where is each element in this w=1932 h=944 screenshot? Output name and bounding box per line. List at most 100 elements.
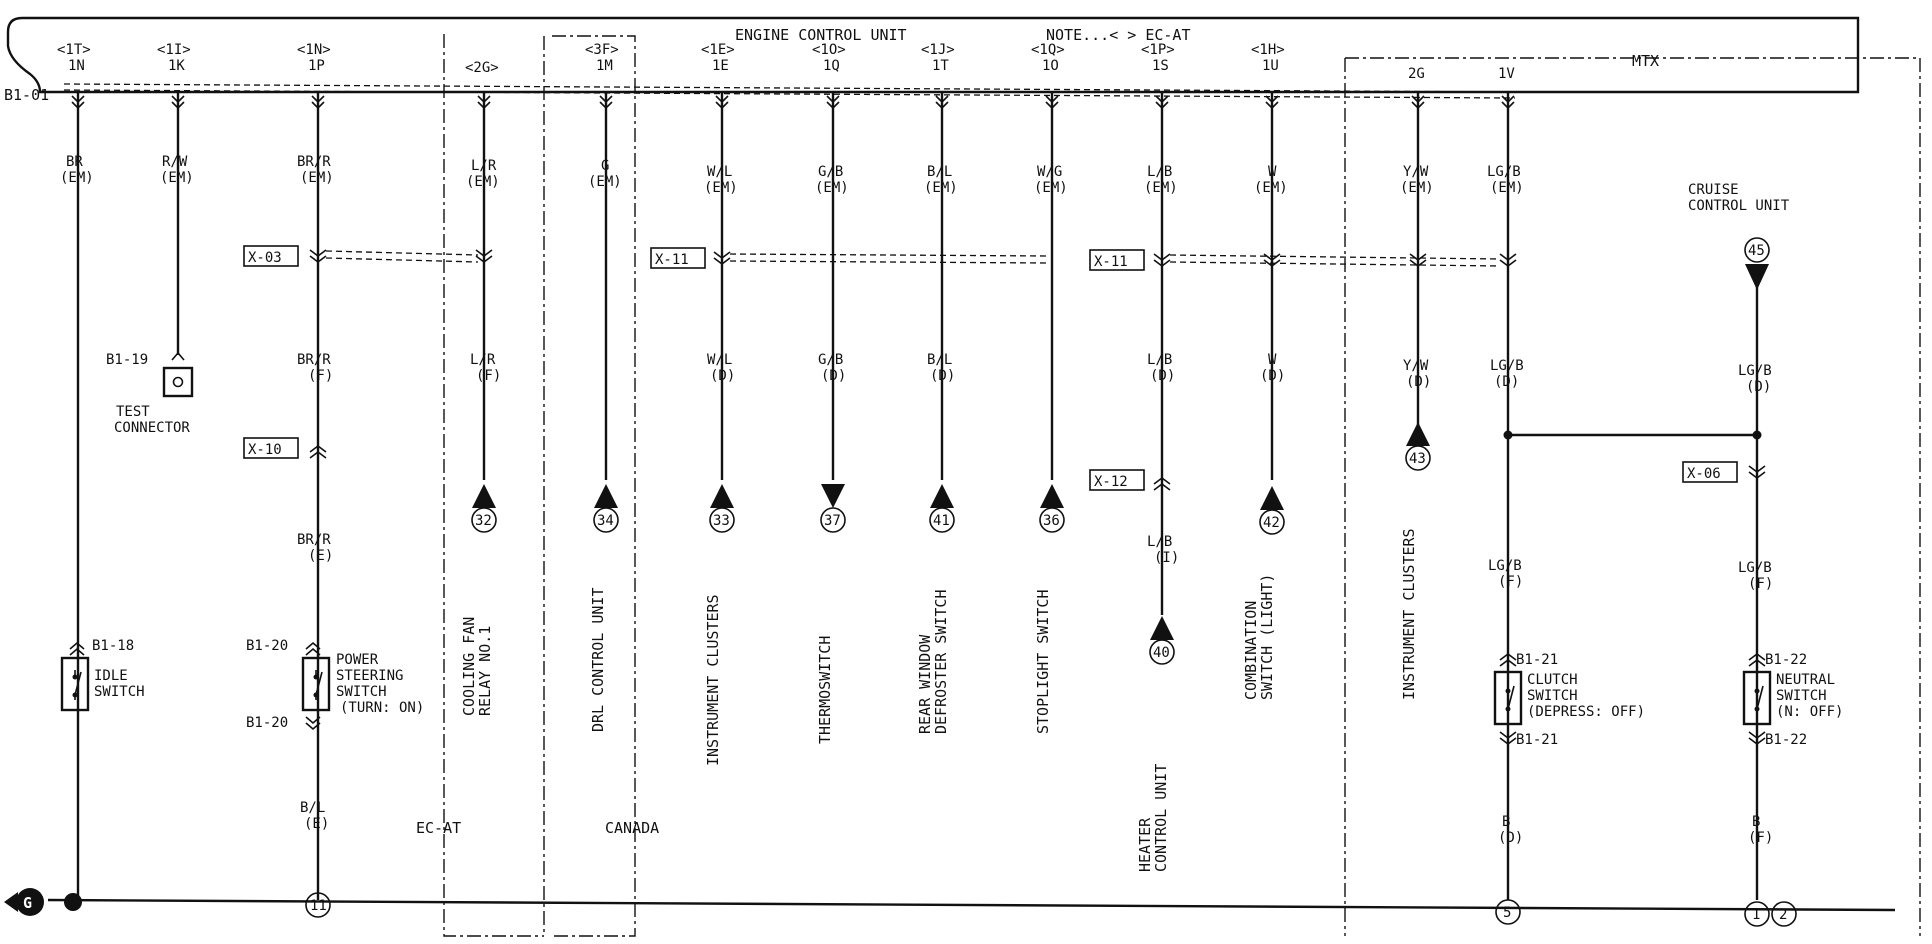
- canada-label: CANADA: [605, 819, 659, 837]
- svg-text:X-12: X-12: [1094, 474, 1128, 490]
- pin-chevrons: [71, 95, 1515, 110]
- svg-text:2G: 2G: [1408, 66, 1425, 82]
- svg-text:IDLE: IDLE: [94, 668, 128, 684]
- svg-text:SWITCH: SWITCH: [336, 684, 387, 700]
- cooling-fan-chain: L/R (F) 32 COOLING FAN RELAY NO.1: [460, 352, 501, 716]
- svg-text:B1-21: B1-21: [1516, 732, 1558, 748]
- svg-text:X-11: X-11: [655, 252, 689, 268]
- arrow-down-icon: [821, 484, 845, 508]
- svg-text:CRUISE: CRUISE: [1688, 182, 1739, 198]
- svg-text:Y/W: Y/W: [1403, 358, 1429, 374]
- svg-text:TEST: TEST: [116, 404, 150, 420]
- svg-text:(I): (I): [1154, 550, 1179, 566]
- svg-text:43: 43: [1409, 451, 1426, 467]
- svg-text:NEUTRAL: NEUTRAL: [1776, 672, 1835, 688]
- svg-text:L/B: L/B: [1147, 352, 1172, 368]
- wire-labels-em: BR(EM) R/W(EM) BR/R(EM) L/R(EM) G(EM) W/…: [60, 154, 1524, 196]
- svg-text:(EM): (EM): [466, 174, 500, 190]
- svg-text:32: 32: [475, 513, 492, 529]
- svg-text:(D): (D): [710, 368, 735, 384]
- svg-text:B1-20: B1-20: [246, 715, 288, 731]
- svg-text:SWITCH (LIGHT): SWITCH (LIGHT): [1258, 574, 1276, 700]
- svg-text:B1-20: B1-20: [246, 638, 288, 654]
- svg-text:B/L: B/L: [927, 164, 952, 180]
- idle-switch: B1-18 IDLE SWITCH: [60, 638, 145, 712]
- svg-text:X-03: X-03: [248, 250, 282, 266]
- arrow-up-icon: [1406, 422, 1430, 446]
- svg-text:COOLING FAN: COOLING FAN: [460, 617, 478, 716]
- svg-text:B1-22: B1-22: [1765, 652, 1807, 668]
- arrow-up-icon: [594, 484, 618, 508]
- svg-text:<1Q>: <1Q>: [1031, 42, 1065, 58]
- svg-text:(TURN: ON): (TURN: ON): [340, 700, 424, 716]
- svg-text:1O: 1O: [1042, 58, 1059, 74]
- junction-dot: [1503, 430, 1513, 440]
- arrow-up-icon: [930, 484, 954, 508]
- svg-text:(D): (D): [1746, 379, 1771, 395]
- canada-region: [552, 35, 636, 937]
- wires: [47, 92, 1896, 912]
- svg-text:1M: 1M: [596, 58, 613, 74]
- svg-text:BR/R: BR/R: [297, 352, 331, 368]
- stoplight-switch: 36 STOPLIGHT SWITCH: [1034, 484, 1065, 734]
- svg-text:INSTRUMENT CLUSTERS: INSTRUMENT CLUSTERS: [1400, 528, 1418, 700]
- svg-text:(N: OFF): (N: OFF): [1776, 704, 1843, 720]
- svg-text:BR/R: BR/R: [297, 154, 331, 170]
- svg-text:(EM): (EM): [588, 174, 622, 190]
- svg-text:<1E>: <1E>: [701, 42, 735, 58]
- arrow-up-icon: [710, 484, 734, 508]
- svg-text:CONTROL UNIT: CONTROL UNIT: [1152, 764, 1170, 872]
- svg-text:(D): (D): [1498, 830, 1523, 846]
- mtx-region: [1344, 57, 1921, 936]
- svg-text:INSTRUMENT CLUSTERS: INSTRUMENT CLUSTERS: [704, 594, 722, 766]
- svg-text:L/B: L/B: [1147, 164, 1172, 180]
- svg-text:1P: 1P: [308, 58, 325, 74]
- ground-symbol-icon: G: [4, 888, 44, 916]
- junction-dot: [1752, 430, 1762, 440]
- svg-text:DEFROSTER SWITCH: DEFROSTER SWITCH: [932, 590, 950, 735]
- svg-text:W: W: [1268, 352, 1277, 368]
- svg-text:(D): (D): [930, 368, 955, 384]
- svg-text:LG/B: LG/B: [1488, 558, 1522, 574]
- svg-text:1V: 1V: [1498, 66, 1515, 82]
- combination-switch: W (D) 42 COMBINATION SWITCH (LIGHT): [1242, 352, 1285, 700]
- svg-text:(EM): (EM): [1034, 180, 1068, 196]
- svg-text:(E): (E): [304, 816, 329, 832]
- svg-text:(F): (F): [476, 368, 501, 384]
- svg-text:<1T>: <1T>: [57, 42, 91, 58]
- svg-text:SWITCH: SWITCH: [1527, 688, 1578, 704]
- arrow-up-icon: [1150, 616, 1174, 640]
- svg-text:1Q: 1Q: [823, 58, 840, 74]
- svg-text:X-11: X-11: [1094, 254, 1128, 270]
- svg-text:W: W: [1268, 164, 1277, 180]
- svg-text:2: 2: [1779, 907, 1787, 923]
- test-connector: B1-19 TEST CONNECTOR: [106, 351, 194, 436]
- svg-text:1T: 1T: [932, 58, 949, 74]
- svg-text:(EM): (EM): [1254, 180, 1288, 196]
- svg-text:STEERING: STEERING: [336, 668, 403, 684]
- svg-text:1U: 1U: [1262, 58, 1279, 74]
- svg-text:SWITCH: SWITCH: [1776, 688, 1827, 704]
- svg-text:<1N>: <1N>: [297, 42, 331, 58]
- instrument-clusters-1: W/L (D) 33 INSTRUMENT CLUSTERS: [704, 352, 735, 766]
- svg-text:34: 34: [597, 513, 614, 529]
- pin-labels: <1T>1N <1I>1K <1N>1P <2G> <3F>1M <1E>1E …: [57, 42, 1515, 82]
- svg-text:REAR WINDOW: REAR WINDOW: [916, 634, 934, 734]
- svg-text:<1I>: <1I>: [157, 42, 191, 58]
- svg-text:36: 36: [1043, 513, 1060, 529]
- svg-text:<1H>: <1H>: [1251, 42, 1285, 58]
- svg-text:<1P>: <1P>: [1141, 42, 1175, 58]
- cruise-control-unit: CRUISE CONTROL UNIT 45 LG/B (D): [1688, 182, 1790, 395]
- connector-b1-01: B1-01: [4, 86, 49, 104]
- svg-text:B1-19: B1-19: [106, 352, 148, 368]
- svg-text:1K: 1K: [168, 58, 185, 74]
- svg-text:G/B: G/B: [818, 352, 843, 368]
- svg-text:<1J>: <1J>: [921, 42, 955, 58]
- svg-text:(EM): (EM): [1490, 180, 1524, 196]
- svg-text:LG/B: LG/B: [1738, 363, 1772, 379]
- svg-text:CONNECTOR: CONNECTOR: [114, 420, 190, 436]
- ecu-box: [6, 16, 1860, 94]
- svg-text:CONTROL UNIT: CONTROL UNIT: [1688, 198, 1790, 214]
- svg-text:5: 5: [1503, 905, 1511, 921]
